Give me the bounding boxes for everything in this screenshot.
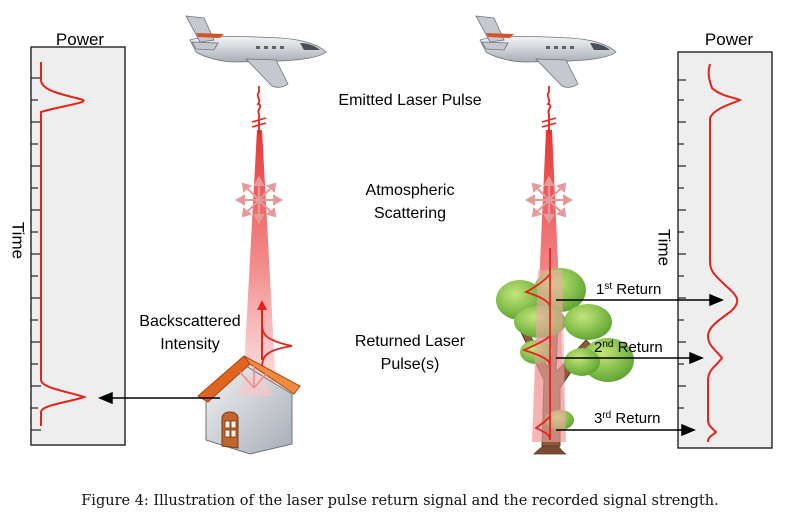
right-signal-trace xyxy=(706,63,743,443)
return-arrows xyxy=(98,293,724,437)
left-return-pulse xyxy=(261,321,293,369)
left-time-axis-label: Time xyxy=(8,221,28,260)
right-time-axis-label: Time xyxy=(654,228,674,267)
right-panel-title: Power xyxy=(704,30,754,49)
left-panel-title: Power xyxy=(55,30,105,49)
third-return-label: 3rd Return xyxy=(594,410,661,427)
first-return-label: 1st Return xyxy=(596,281,662,298)
returned-label-line1: Returned Laser xyxy=(354,333,466,350)
right-power-panel xyxy=(677,51,773,449)
figure-caption: Figure 4: Illustration of the laser puls… xyxy=(81,493,719,509)
second-return-label: 2nd Return xyxy=(594,339,663,356)
backscattered-label-line1: Backscattered xyxy=(139,313,241,330)
left-emitted-pulse xyxy=(256,86,262,134)
left-panel-frame xyxy=(30,46,126,446)
scattering-label-line1: Atmospheric xyxy=(365,182,455,199)
left-signal-trace xyxy=(40,62,87,426)
right-aircraft-icon xyxy=(475,15,617,88)
tree-icon xyxy=(496,268,634,455)
emitted-label: Emitted Laser Pulse xyxy=(338,92,482,109)
right-panel-frame xyxy=(677,51,773,449)
house-icon xyxy=(197,355,301,455)
left-aircraft-icon xyxy=(185,15,327,88)
scattering-label-line2: Scattering xyxy=(373,205,447,222)
tree-return-pulses xyxy=(521,248,551,441)
left-laser-beam xyxy=(234,86,293,388)
left-return-arrowhead xyxy=(257,300,267,310)
left-power-panel xyxy=(30,46,126,446)
left-scatter-arrows-icon xyxy=(234,175,284,225)
right-emitted-pulse xyxy=(546,86,552,134)
backscattered-label-line2: Intensity xyxy=(160,336,220,353)
returned-label-line2: Pulse(s) xyxy=(380,356,440,373)
left-panel-ticks xyxy=(31,77,41,431)
right-scatter-arrows-icon xyxy=(524,175,574,225)
